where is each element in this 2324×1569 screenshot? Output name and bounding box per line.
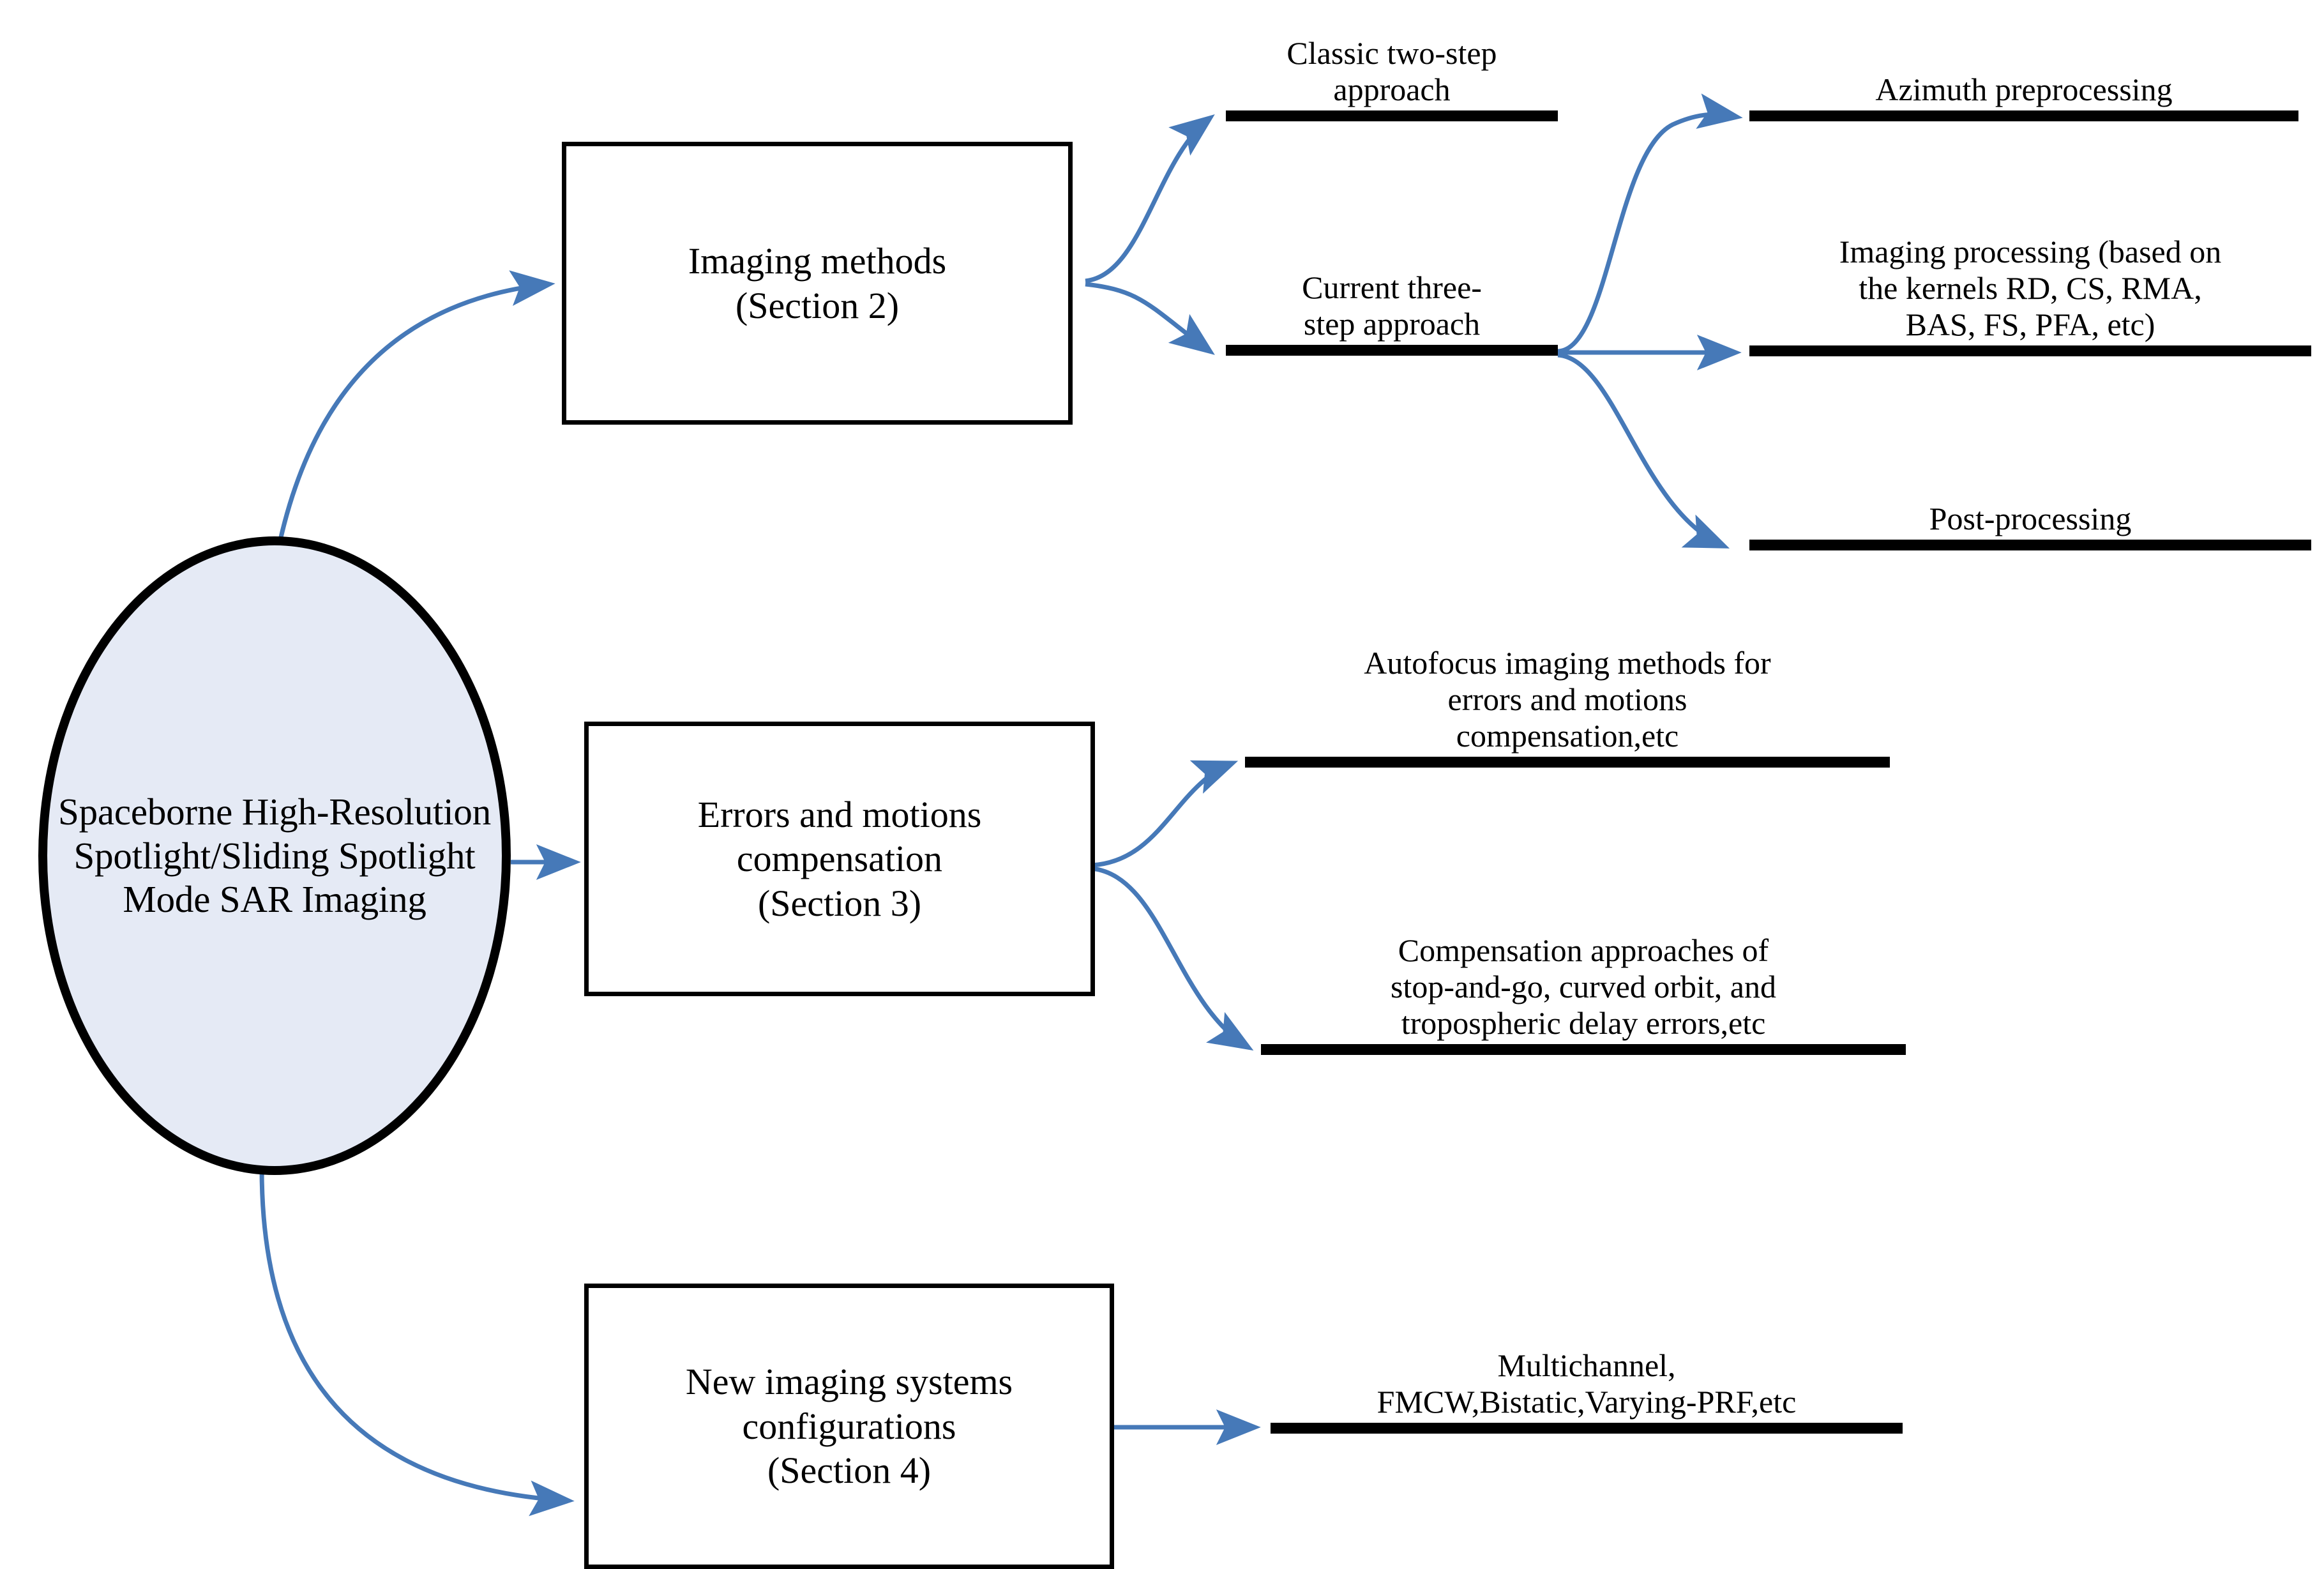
leaf-azimuth-preprocessing-label: Azimuth preprocessing [1875,72,2173,107]
leaf-rule [1749,345,2311,356]
leaf-rule [1271,1423,1903,1434]
edge-three-step-to-post-processing [1557,352,1730,549]
root-node-label: Spaceborne High-Resolution Spotlight/Sli… [57,791,492,921]
leaf-current-three-step-approach[interactable]: Current three- step approach [1226,239,1558,356]
leaf-rule [1226,110,1558,121]
edge-errors-to-compensation [1091,866,1254,1051]
section-box-new-imaging-systems-label: New imaging systems configurations (Sect… [685,1361,1013,1492]
leaf-compensation-approaches[interactable]: Compensation approaches of stop-and-go, … [1261,888,1906,1055]
leaf-classic-two-step-approach[interactable]: Classic two-step approach [1226,5,1558,121]
leaf-imaging-processing-label: Imaging processing (based on the kernels… [1839,234,2222,342]
leaf-rule [1261,1044,1906,1055]
leaf-compensation-approaches-label: Compensation approaches of stop-and-go, … [1390,932,1776,1041]
leaf-autofocus-imaging-methods-label: Autofocus imaging methods for errors and… [1364,645,1771,754]
edge-imaging-to-classic-two-step [1085,114,1215,284]
leaf-rule [1749,110,2298,121]
leaf-rule [1245,757,1890,768]
leaf-imaging-processing[interactable]: Imaging processing (based on the kernels… [1749,185,2311,356]
section-box-imaging-methods-label: Imaging methods (Section 2) [688,239,947,326]
leaf-post-processing-label: Post-processing [1929,501,2132,536]
root-node-spaceborne-sar-imaging[interactable]: Spaceborne High-Resolution Spotlight/Sli… [38,536,511,1175]
leaf-autofocus-imaging-methods[interactable]: Autofocus imaging methods for errors and… [1245,600,1890,768]
leaf-rule [1226,345,1558,356]
leaf-classic-two-step-approach-label: Classic two-step approach [1286,35,1497,107]
leaf-post-processing[interactable]: Post-processing [1749,441,2311,550]
leaf-azimuth-preprocessing[interactable]: Azimuth preprocessing [1749,13,2298,121]
section-box-errors-motions-compensation[interactable]: Errors and motions compensation (Section… [584,722,1095,996]
edge-three-step-to-azimuth-preprocessing [1557,93,1743,354]
edge-root-to-new-systems [259,1168,575,1517]
section-box-errors-motions-label: Errors and motions compensation (Section… [697,793,982,924]
section-box-imaging-methods[interactable]: Imaging methods (Section 2) [562,142,1073,425]
edge-errors-to-autofocus [1091,760,1239,868]
leaf-current-three-step-approach-label: Current three- step approach [1302,269,1482,342]
section-box-new-imaging-systems[interactable]: New imaging systems configurations (Sect… [584,1284,1114,1569]
leaf-new-imaging-systems-items[interactable]: Multichannel, FMCW,Bistatic,Varying-PRF,… [1271,1315,1903,1434]
leaf-new-imaging-systems-items-label: Multichannel, FMCW,Bistatic,Varying-PRF,… [1377,1347,1797,1420]
edge-imaging-to-current-three-step [1085,282,1215,355]
leaf-rule [1749,540,2311,550]
